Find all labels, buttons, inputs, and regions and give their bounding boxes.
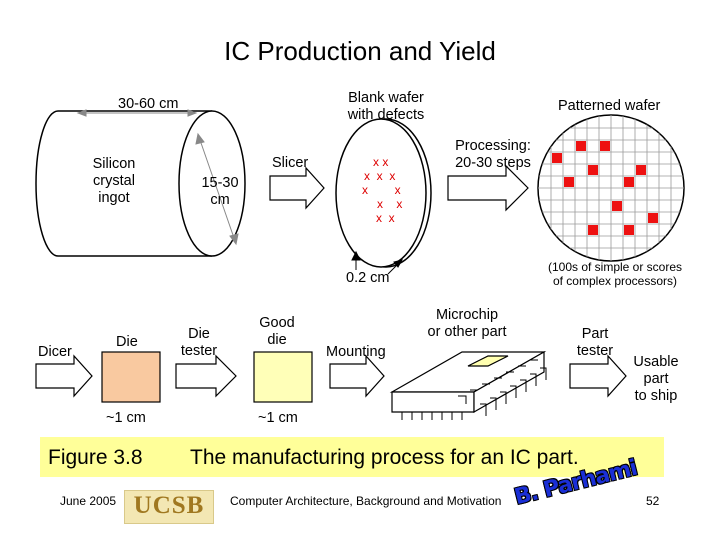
mounting-label: Mounting — [326, 344, 386, 360]
ingot-name-label: Silicon crystal ingot — [92, 156, 136, 206]
part-tester-arrow — [569, 354, 627, 398]
dicer-arrow — [35, 354, 93, 398]
die-label: Die — [116, 334, 138, 350]
caption-bar — [40, 437, 664, 477]
ship-label: Usable part to ship — [633, 354, 679, 404]
silicon-ingot — [35, 110, 246, 257]
blank-wafer — [335, 118, 432, 268]
mounting-arrow — [329, 354, 385, 398]
die-tester-arrow — [175, 354, 237, 398]
ingot-length-label: 30-60 cm — [118, 96, 179, 112]
blank-wafer-label: Blank wafer with defects — [347, 90, 425, 123]
die-square — [101, 351, 161, 403]
die-size-label: ~1 cm — [106, 410, 146, 426]
good-die-size-label: ~1 cm — [258, 410, 298, 426]
part-tester-label: Part tester — [576, 326, 614, 359]
defect-row: x x x — [364, 169, 395, 183]
caption-text: The manufacturing process for an IC part… — [190, 446, 579, 469]
page-title: IC Production and Yield — [224, 36, 496, 66]
ingot-length-dimension — [76, 109, 198, 117]
die-tester-label: Die tester — [180, 326, 218, 359]
microchip-label: Microchip or other part — [427, 307, 507, 340]
defect-row: x x — [376, 211, 395, 225]
ucsb-logo — [124, 490, 214, 524]
patterned-wafer — [537, 114, 685, 262]
patterned-wafer-label: Patterned wafer — [558, 98, 661, 114]
wafer-thickness-label: 0.2 cm — [346, 270, 390, 286]
page-number: 52 — [646, 494, 660, 508]
ucsb-logo-text: UCSB — [133, 492, 205, 519]
ingot-diameter-dimension — [195, 132, 239, 246]
processors-note: (100s of simple or scores of complex pro… — [547, 260, 683, 288]
defect-row: x x — [362, 183, 401, 197]
footer-date: June 2005 — [60, 494, 117, 508]
microchip-package — [389, 350, 547, 420]
wafer-thickness-pointers — [351, 250, 404, 275]
good-die-square — [253, 351, 313, 403]
slicer-arrow — [269, 166, 325, 210]
defect-marks: x x x x x x x x x x x — [362, 155, 402, 225]
processing-arrow — [447, 164, 529, 212]
ingot-diameter-label: 15-30 cm — [201, 175, 239, 208]
defect-row: x x — [377, 197, 402, 211]
processing-label: Processing: 20-30 steps — [455, 138, 531, 171]
good-die-label: Good die — [259, 315, 295, 348]
caption-figure-number: Figure 3.8 — [48, 446, 143, 469]
footer-course-title: Computer Architecture, Background and Mo… — [230, 494, 502, 508]
slicer-label: Slicer — [272, 155, 309, 171]
defect-row: x x — [373, 155, 388, 169]
dicer-label: Dicer — [38, 344, 72, 360]
